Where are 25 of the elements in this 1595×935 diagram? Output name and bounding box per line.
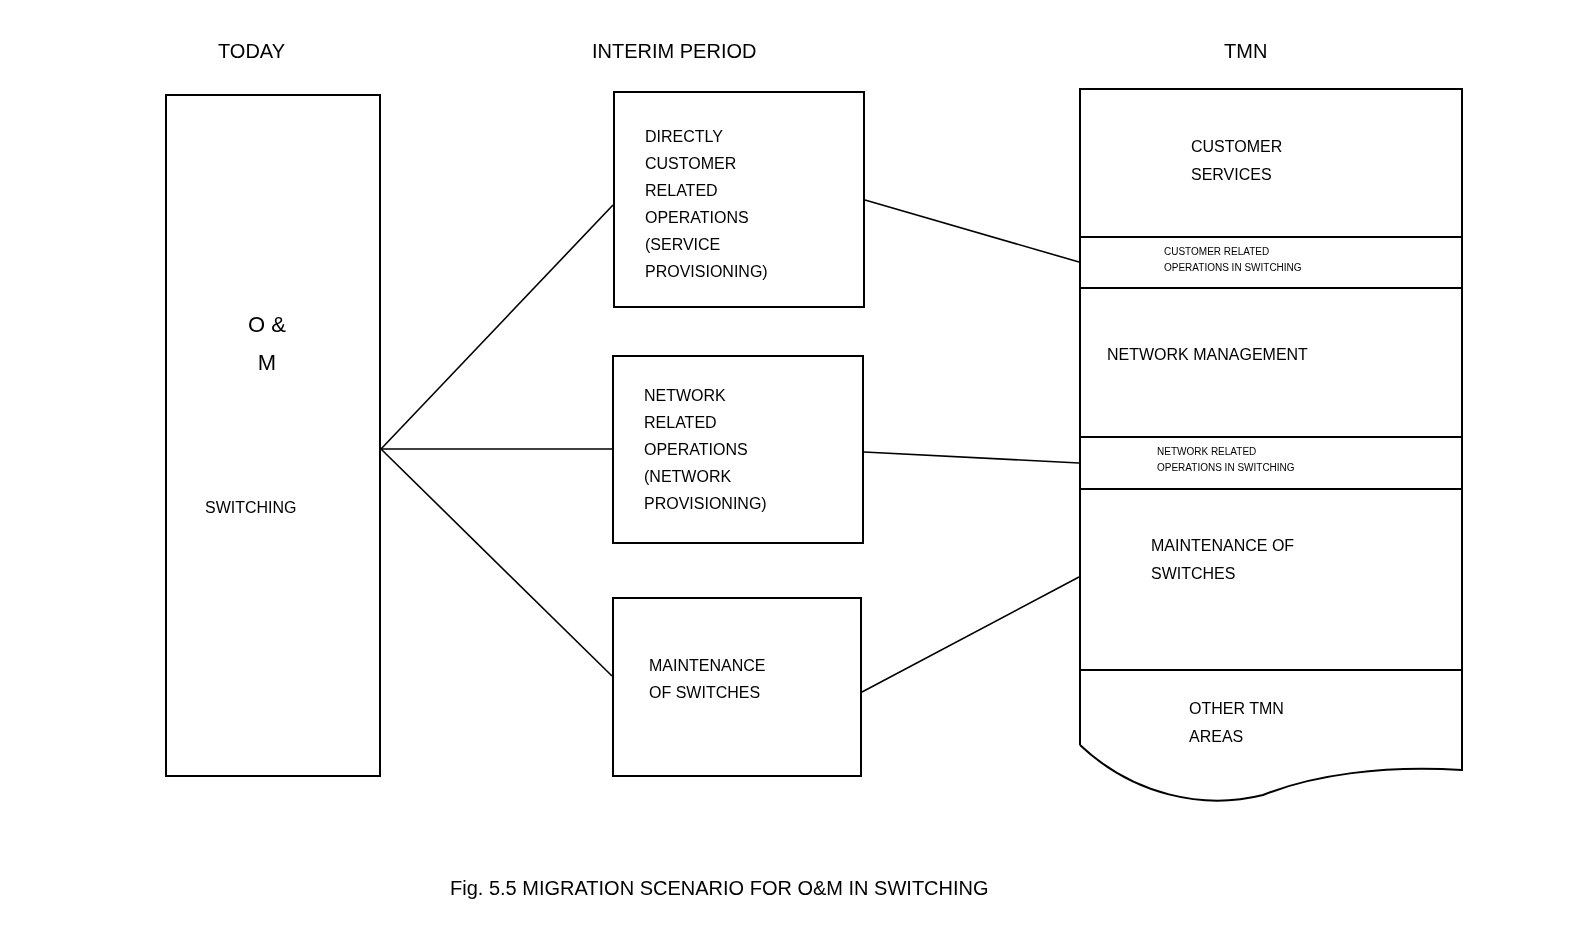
process-box [612,597,862,777]
node-text: MAINTENANCE OF SWITCHES [649,656,767,703]
node-text: NETWORK MANAGEMENT [1107,345,1308,365]
node-text: MAINTENANCE OF SWITCHES [1151,536,1296,584]
node-text: NETWORK RELATED OPERATIONS (NETWORK PROVISIONING) [644,386,768,514]
process-box [613,91,865,308]
column-heading: TODAY [218,39,286,64]
process-box [165,94,381,777]
node-text: CUSTOMER SERVICES [1191,137,1284,185]
process-box [612,355,864,544]
node-text: OTHER TMN AREAS [1189,699,1285,747]
node-text: SWITCHING [205,498,297,518]
connector-line [861,576,1080,693]
column-heading: TMN [1224,39,1268,64]
node-text: DIRECTLY CUSTOMER RELATED OPERATIONS (SERVICE PROVISIONING) [645,127,769,282]
connector-line [863,451,1080,464]
figure-caption: Fig. 5.5 MIGRATION SCENARIO FOR O&M IN SWITCHING [450,876,989,901]
node-text: CUSTOMER RELATED OPERATIONS IN SWITCHING [1164,245,1303,275]
node-text: O & M [247,311,287,377]
connector-line [380,204,614,450]
column-heading: INTERIM PERIOD [592,39,757,64]
connector-line [380,448,613,677]
connector-line [380,448,613,450]
node-text: NETWORK RELATED OPERATIONS IN SWITCHING [1157,445,1296,475]
connector-line [864,199,1080,263]
